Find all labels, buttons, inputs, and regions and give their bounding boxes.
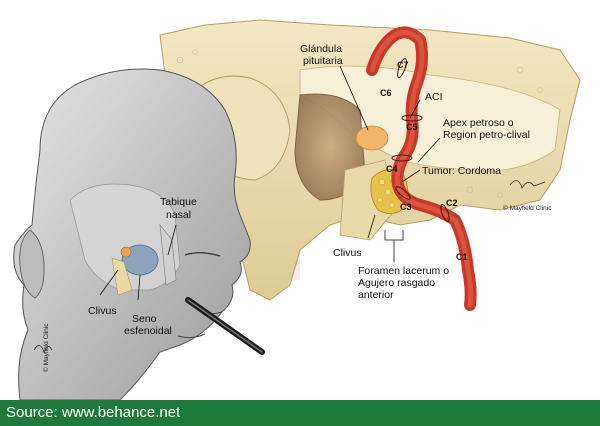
source-footer: Source: www.behance.net [0,400,600,426]
label-tabique-nasal-2: nasal [166,209,191,221]
source-text: Source: www.behance.net [6,404,181,421]
medical-illustration: C7 C6 C5 C4 C3 C2 C1 Glándula pituitaria… [13,19,581,400]
label-glandula-pituitaria-2: pituitaria [303,55,343,67]
label-foramen-lacerum-2: Agujero rasgado [358,277,435,289]
segment-c3: C3 [400,202,412,212]
label-apex-petroso-1: Apex petroso o [443,117,514,129]
label-foramen-lacerum-1: Foramen lacerum o [358,265,449,277]
label-aci: ACI [425,91,443,103]
skull-section: C7 C6 C5 C4 C3 C2 C1 Glándula pituitaria… [159,19,581,311]
label-seno-esfenoidal-2: esfenoidal [124,325,172,337]
segment-c4: C4 [386,164,398,174]
label-tumor-cordoma: Tumor: Cordoma [422,165,501,177]
label-apex-petroso-2: Region petro-clival [443,129,530,141]
segment-c6: C6 [380,88,392,98]
segment-c1: C1 [456,252,468,262]
label-seno-esfenoidal-1: Seno [132,313,157,325]
pituitary-gland [355,125,389,151]
artist-signature-left [33,345,53,354]
label-foramen-lacerum-3: anterior [358,289,394,301]
segment-c7: C7 [397,60,409,70]
artist-signature-right [509,180,546,189]
segment-c5: C5 [406,122,418,132]
label-glandula-pituitaria-1: Glándula [300,43,342,55]
internal-carotid-artery [366,26,477,311]
copyright-right: © Mayfield Clinic [503,204,552,212]
copyright-left: © Mayfield Clinic [42,323,50,372]
head-profile: Tabique nasal Clivus Seno esfenoidal © M… [13,68,265,400]
label-tabique-nasal-1: Tabique [160,196,197,208]
segment-c2: C2 [446,198,458,208]
label-clivus-right: Clivus [333,247,362,259]
label-clivus-left: Clivus [88,305,117,317]
